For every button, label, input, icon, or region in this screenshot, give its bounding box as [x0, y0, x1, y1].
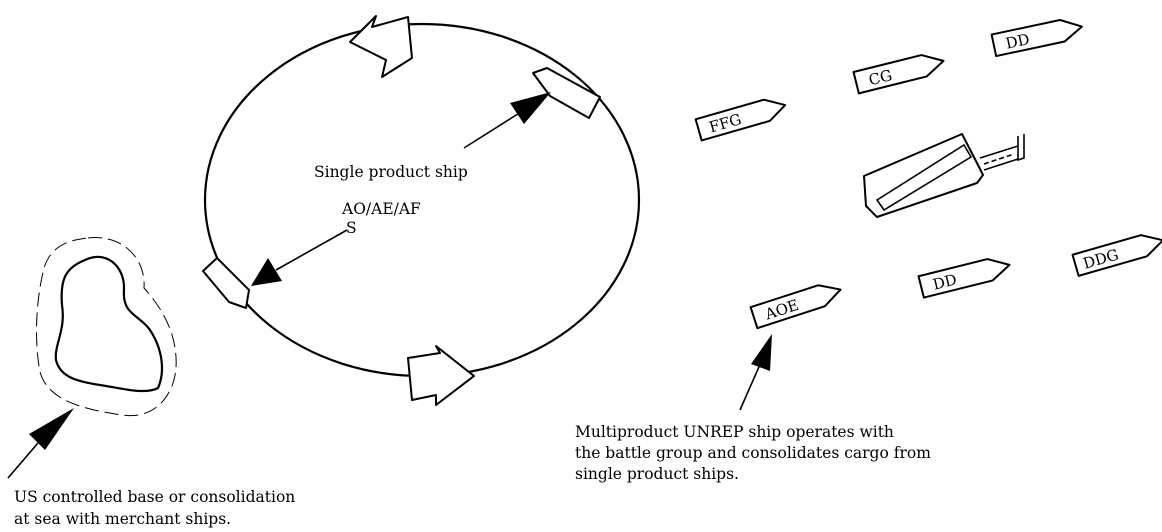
- ship-dd-top: DD: [990, 19, 1083, 58]
- island: [36, 237, 177, 417]
- ship-label-dd-bottom: DD: [931, 270, 959, 293]
- loop-arrow-bottom: [407, 345, 475, 406]
- base-caption-line-2: at sea with merchant ships.: [14, 510, 231, 528]
- ship-label-cg: CG: [867, 66, 894, 89]
- island-dashed-boundary: [36, 237, 177, 417]
- multiproduct-caption-line-1: Multiproduct UNREP ship operates with: [575, 423, 894, 441]
- ship-cg: CG: [852, 54, 945, 95]
- pointer-arrow-to-left-ship: [251, 229, 348, 286]
- ship-dd-bottom: DD: [917, 258, 1011, 299]
- multiproduct-caption-line-2: the battle group and consolidates cargo …: [575, 444, 931, 462]
- pointer-arrow-to-top-ship: [463, 92, 551, 149]
- single-product-types: AO/AE/AF: [341, 200, 421, 218]
- ship-ddg: DDG: [1071, 234, 1162, 277]
- island-coastline: [54, 255, 164, 393]
- pointer-arrow-to-aoe: [739, 334, 772, 411]
- single-product-types-cont: S: [346, 219, 357, 237]
- ship-aoe: AOE: [749, 284, 842, 330]
- pointer-arrow-to-base: [7, 408, 74, 479]
- ship-ffg: FFG: [694, 98, 787, 142]
- single-product-title: Single product ship: [314, 163, 468, 181]
- aircraft-carrier: [863, 133, 1025, 218]
- single-product-ship-left: [202, 257, 250, 309]
- loop-arrow-top: [349, 15, 413, 78]
- single-product-ship-top: [532, 67, 601, 119]
- ship-label-dd-top: DD: [1004, 30, 1031, 53]
- multiproduct-caption-line-3: single product ships.: [575, 465, 739, 483]
- shuttle-loop: [203, 22, 641, 378]
- base-caption-line-1: US controlled base or consolidation: [14, 488, 295, 506]
